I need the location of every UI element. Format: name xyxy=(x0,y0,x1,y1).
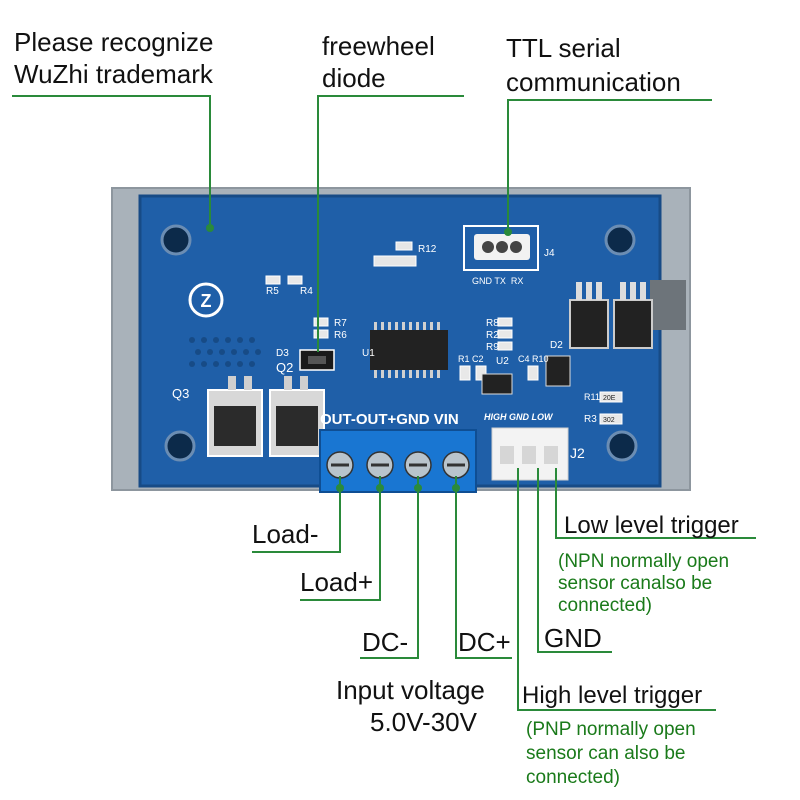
silk-j4-labels: GND TX RX xyxy=(472,276,523,286)
silk-r11-value: 20E xyxy=(603,395,616,402)
silk-r9: R9 xyxy=(486,342,499,353)
mounting-holes xyxy=(160,224,638,462)
silk-r10: R10 xyxy=(532,354,549,364)
dc-plus-label: DC+ xyxy=(458,627,511,657)
silk-q3: Q3 xyxy=(172,386,189,401)
trademark-label-line1: Please recognize xyxy=(14,27,214,57)
silk-terminal-labels: OUT-OUT+GND VIN xyxy=(320,411,459,428)
gnd-label: GND xyxy=(544,623,602,653)
high-note-line3: connected) xyxy=(526,767,621,788)
low-note-line2: sensor canalso be xyxy=(558,573,713,594)
output-mosfets-right xyxy=(569,282,653,349)
screw-terminal xyxy=(319,429,477,493)
silk-c2: C2 xyxy=(472,354,484,364)
svg-text:Z: Z xyxy=(201,291,212,311)
ttl-label-line1: TTL serial xyxy=(506,33,621,63)
silk-r8: R8 xyxy=(486,318,499,329)
load-plus-label: Load+ xyxy=(300,567,374,597)
silk-d2: D2 xyxy=(550,340,563,351)
input-voltage-label-line2: 5.0V-30V xyxy=(370,707,477,737)
leader-lines xyxy=(12,95,756,711)
silk-c4: C4 xyxy=(518,354,530,364)
silk-r2: R2 xyxy=(486,330,499,341)
silk-u2: U2 xyxy=(496,356,509,367)
silk-r4: R4 xyxy=(300,286,313,297)
mosfet-q3 xyxy=(207,376,325,457)
silk-j2-labels: HIGH GND LOW xyxy=(484,412,554,422)
silk-u1: U1 xyxy=(362,348,375,359)
vent-dots xyxy=(189,337,261,367)
silk-j4: J4 xyxy=(544,248,555,259)
silk-r3-value: 302 xyxy=(603,417,615,424)
silk-r6: R6 xyxy=(334,330,347,341)
dc-minus-label: DC- xyxy=(362,627,409,657)
high-note-line1: (PNP normally open xyxy=(526,719,696,740)
silk-d3: D3 xyxy=(276,348,289,359)
silk-r3: R3 xyxy=(584,414,597,425)
ttl-label-line2: communication xyxy=(506,67,681,97)
silk-r7: R7 xyxy=(334,318,347,329)
low-note-line1: (NPN normally open xyxy=(558,551,730,572)
ic-u1 xyxy=(370,322,448,378)
high-trigger-label: High level trigger xyxy=(522,682,703,709)
silk-q2: Q2 xyxy=(276,360,293,375)
silk-j2: J2 xyxy=(570,445,585,461)
diode-label-line2: diode xyxy=(322,63,386,93)
silk-r11: R11 xyxy=(584,392,600,402)
silk-r12: R12 xyxy=(418,244,437,255)
ttl-header-j4 xyxy=(463,225,539,271)
high-note-line2: sensor can also be xyxy=(526,743,686,764)
diode-label-line1: freewheel xyxy=(322,31,435,61)
trademark-label-line2: WuZhi trademark xyxy=(14,59,213,89)
wuzhi-logo-icon: Z xyxy=(188,282,224,318)
freewheel-diode xyxy=(299,349,335,371)
low-trigger-label: Low level trigger xyxy=(564,512,739,539)
input-voltage-label-line1: Input voltage xyxy=(336,675,485,705)
low-note-line3: connected) xyxy=(558,595,653,616)
silk-r5: R5 xyxy=(266,286,279,297)
silk-r1: R1 xyxy=(458,354,470,364)
load-minus-label: Load- xyxy=(252,519,319,549)
